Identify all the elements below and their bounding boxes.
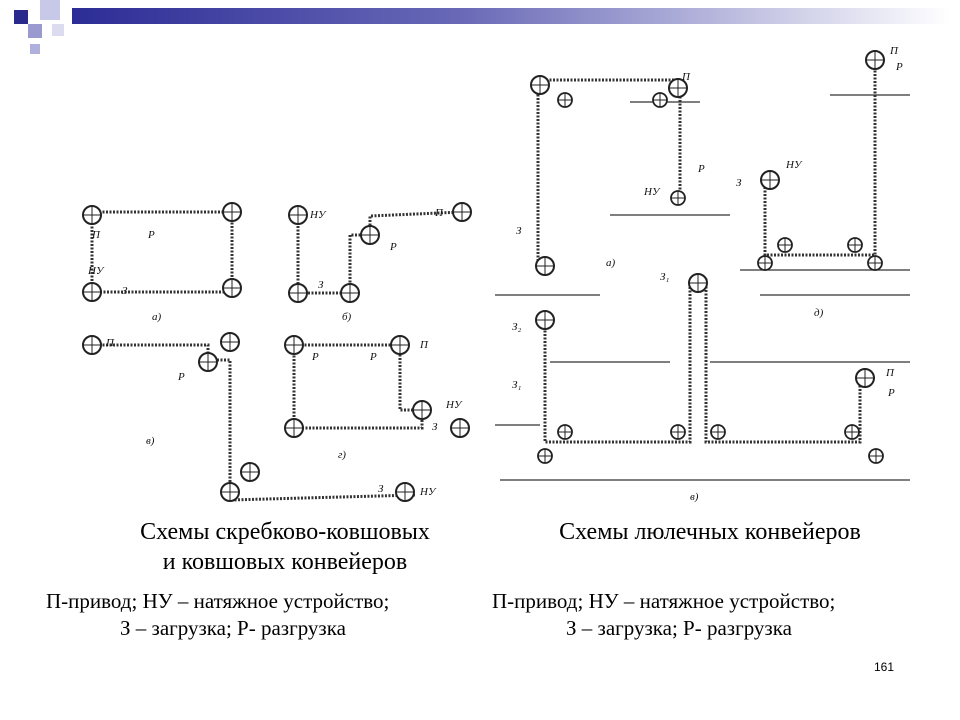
- svg-text:НУ: НУ: [309, 209, 327, 221]
- svg-text:НУ: НУ: [785, 159, 803, 171]
- conveyor-schemes-figure: П НУ Р З а) НУ П Р З б) П Р в) З НУ Р Р …: [82, 45, 910, 503]
- svg-text:д): д): [814, 307, 824, 319]
- deco-square: [30, 44, 40, 54]
- left-legend-line2: З – загрузка; Р- разгрузка: [120, 616, 346, 640]
- right-legend-line2: З – загрузка; Р- разгрузка: [566, 616, 792, 640]
- corner-decoration: [0, 0, 72, 60]
- svg-text:З₂: З₂: [512, 321, 521, 333]
- left-caption-line1: Схемы скребково-ковшовых: [140, 519, 430, 545]
- svg-text:З₁: З₁: [512, 379, 521, 391]
- svg-text:Р: Р: [147, 229, 155, 241]
- svg-text:П: П: [419, 339, 429, 351]
- svg-text:а): а): [152, 311, 162, 323]
- svg-text:П: П: [105, 337, 115, 349]
- svg-text:П: П: [885, 367, 895, 379]
- page-number: 161: [873, 660, 894, 674]
- svg-text:б): б): [342, 311, 352, 323]
- svg-text:в): в): [146, 435, 155, 447]
- deco-square: [28, 24, 42, 38]
- svg-text:НУ: НУ: [419, 486, 437, 498]
- svg-text:в): в): [690, 491, 699, 503]
- svg-text:Р: Р: [389, 241, 397, 253]
- svg-text:П: П: [434, 207, 444, 219]
- right-legend: П-привод; НУ – натяжное устройство; З – …: [492, 588, 932, 642]
- header-gradient-bar: [72, 8, 950, 24]
- svg-text:Р: Р: [177, 371, 185, 383]
- svg-text:Р: Р: [697, 163, 705, 175]
- svg-text:НУ: НУ: [87, 265, 105, 277]
- pulleys: [82, 50, 885, 502]
- deco-square: [40, 0, 60, 20]
- scheme-a-chain: [90, 210, 234, 294]
- cradle-d-chain: [763, 58, 877, 257]
- svg-text:г): г): [338, 449, 346, 461]
- left-caption: Схемы скребково-ковшовых и ковшовых конв…: [85, 517, 485, 577]
- left-legend: П-привод; НУ – натяжное устройство; З – …: [46, 588, 486, 642]
- svg-text:З₁: З₁: [660, 271, 669, 283]
- svg-text:П: П: [91, 229, 101, 241]
- svg-text:З: З: [318, 279, 324, 291]
- diagram-labels: П НУ Р З а) НУ П Р З б) П Р в) З НУ Р Р …: [87, 45, 903, 503]
- svg-text:Р: Р: [311, 351, 319, 363]
- svg-text:Р: Р: [369, 351, 377, 363]
- svg-text:З: З: [736, 177, 742, 189]
- svg-text:а): а): [606, 257, 616, 269]
- right-caption-line1: Схемы люлечных конвейеров: [559, 519, 861, 545]
- svg-text:П: П: [681, 71, 691, 83]
- right-legend-line1: П-привод; НУ – натяжное устройство;: [492, 589, 836, 613]
- svg-text:Р: Р: [887, 387, 895, 399]
- svg-text:З: З: [432, 421, 438, 433]
- left-legend-line1: П-привод; НУ – натяжное устройство;: [46, 589, 390, 613]
- svg-text:З: З: [122, 285, 128, 297]
- svg-text:НУ: НУ: [643, 186, 661, 198]
- cradle-a-chain: [536, 78, 682, 268]
- deco-square: [14, 10, 28, 24]
- svg-text:З: З: [378, 483, 384, 495]
- scheme-v-chain: [92, 343, 416, 502]
- right-caption: Схемы люлечных конвейеров: [500, 517, 920, 547]
- svg-text:З: З: [516, 225, 522, 237]
- deco-square: [52, 24, 64, 36]
- cradle-v-chain: [543, 278, 862, 444]
- svg-text:НУ: НУ: [445, 399, 463, 411]
- svg-text:П: П: [889, 45, 899, 57]
- left-caption-line2: и ковшовых конвейеров: [162, 549, 408, 575]
- svg-text:Р: Р: [895, 61, 903, 73]
